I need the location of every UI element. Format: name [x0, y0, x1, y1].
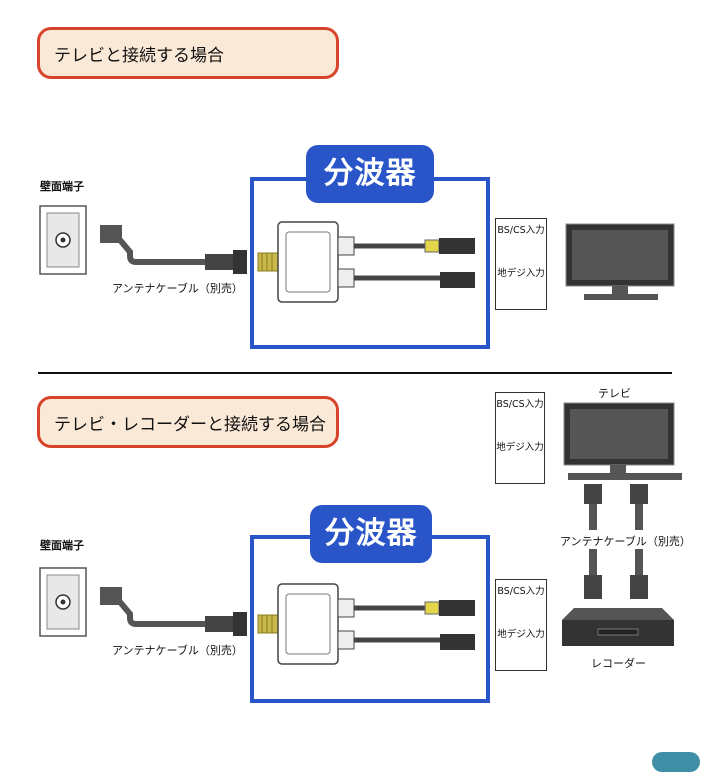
- link-cable-label: アンテナケーブル（別売）: [560, 533, 691, 549]
- recorder-port-panel: BS/CS入力 地デジ入力: [495, 579, 547, 671]
- terrestrial-port-label: 地デジ入力: [496, 442, 544, 453]
- tv-port-panel: BS/CS入力 地デジ入力: [495, 218, 547, 310]
- section2-heading: テレビ・レコーダーと接続する場合: [37, 396, 339, 448]
- section1-heading: テレビと接続する場合: [37, 27, 339, 79]
- wall-outlet-icon: [39, 567, 87, 637]
- cable-label: アンテナケーブル（別売）: [112, 644, 243, 657]
- tv-label: テレビ: [598, 387, 631, 400]
- antenna-cable-icon: [100, 225, 247, 274]
- cable-label: アンテナケーブル（別売）: [112, 282, 243, 295]
- bs-port-label: BS/CS入力: [497, 225, 545, 236]
- link-cable-icon: [584, 484, 648, 599]
- tv-icon: [563, 402, 682, 480]
- tv-icon: [565, 223, 675, 300]
- terrestrial-port-label: 地デジ入力: [497, 268, 545, 279]
- wall-outlet-label: 壁面端子: [40, 539, 84, 552]
- recorder-label: レコーダー: [591, 657, 646, 670]
- wall-outlet-label: 壁面端子: [40, 180, 84, 193]
- splitter-title: 分波器: [310, 505, 432, 563]
- tv-port-panel: BS/CS入力 地デジ入力: [495, 392, 545, 484]
- section-divider: [38, 372, 672, 374]
- wall-outlet-icon: [39, 205, 87, 275]
- splitter-device-icon: [257, 221, 475, 303]
- antenna-cable-icon: [100, 587, 247, 636]
- recorder-icon: [562, 608, 674, 646]
- splitter-device-icon: [257, 583, 475, 665]
- terrestrial-port-label: 地デジ入力: [497, 629, 545, 640]
- bs-port-label: BS/CS入力: [496, 399, 544, 410]
- bs-port-label: BS/CS入力: [497, 586, 545, 597]
- scroll-top-button[interactable]: [652, 752, 700, 772]
- splitter-title: 分波器: [306, 145, 434, 203]
